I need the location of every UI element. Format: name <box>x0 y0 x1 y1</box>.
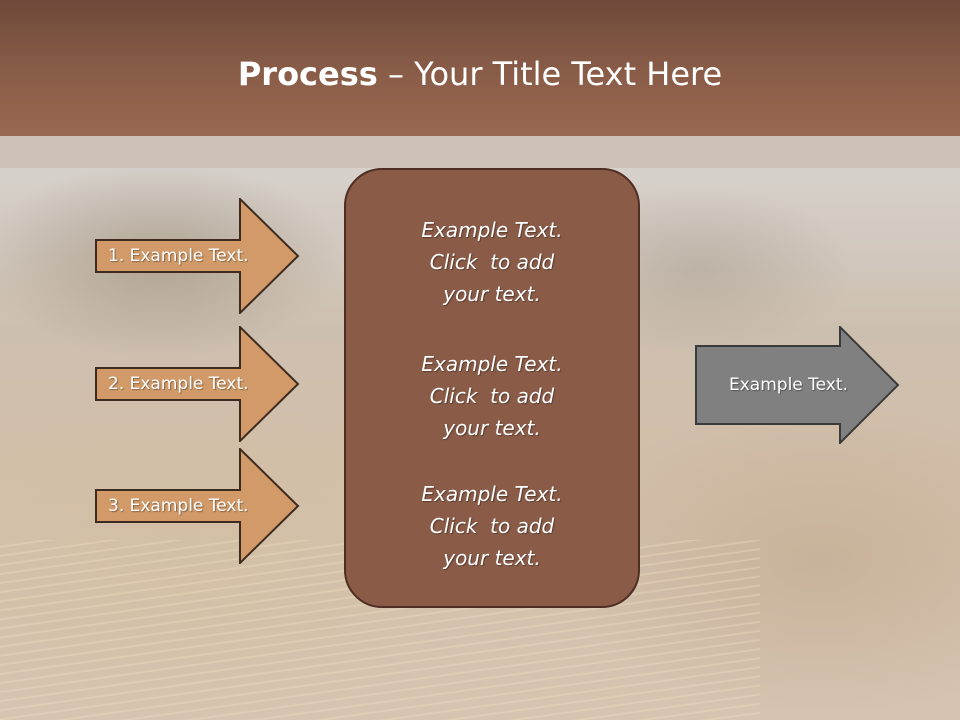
slide-title[interactable]: Process – Your Title Text Here <box>0 52 960 96</box>
left-arrow-1-label: 1. Example Text. <box>108 246 249 266</box>
arrow-right-icon <box>695 326 900 444</box>
left-arrow-3[interactable]: 3. Example Text. <box>95 448 300 564</box>
left-arrow-3-label: 3. Example Text. <box>108 496 249 516</box>
text-line: your text. <box>443 546 541 570</box>
text-line: Click to add <box>429 514 555 538</box>
header-shadow-band <box>0 136 960 168</box>
left-arrow-2[interactable]: 2. Example Text. <box>95 326 300 442</box>
text-line: Example Text. <box>421 352 563 376</box>
center-text-block-3[interactable]: Example Text. Click to add your text. <box>346 478 638 574</box>
title-bar: Process – Your Title Text Here <box>0 0 960 136</box>
text-line: Click to add <box>429 384 555 408</box>
center-text-block-1[interactable]: Example Text. Click to add your text. <box>346 214 638 310</box>
text-line: Example Text. <box>421 482 563 506</box>
left-arrow-2-label: 2. Example Text. <box>108 374 249 394</box>
arrow-right-icon <box>95 198 300 314</box>
arrow-right-icon <box>95 448 300 564</box>
right-arrow[interactable]: Example Text. <box>695 326 900 444</box>
center-text-block-2[interactable]: Example Text. Click to add your text. <box>346 348 638 444</box>
center-text-box[interactable]: Example Text. Click to add your text. Ex… <box>344 168 640 608</box>
text-line: Click to add <box>429 250 555 274</box>
title-bold: Process <box>237 55 378 93</box>
text-line: your text. <box>443 416 541 440</box>
title-rest: – Your Title Text Here <box>377 55 723 93</box>
text-line: Example Text. <box>421 218 563 242</box>
right-arrow-label: Example Text. <box>729 375 848 395</box>
left-arrow-1[interactable]: 1. Example Text. <box>95 198 300 314</box>
text-line: your text. <box>443 282 541 306</box>
arrow-right-icon <box>95 326 300 442</box>
